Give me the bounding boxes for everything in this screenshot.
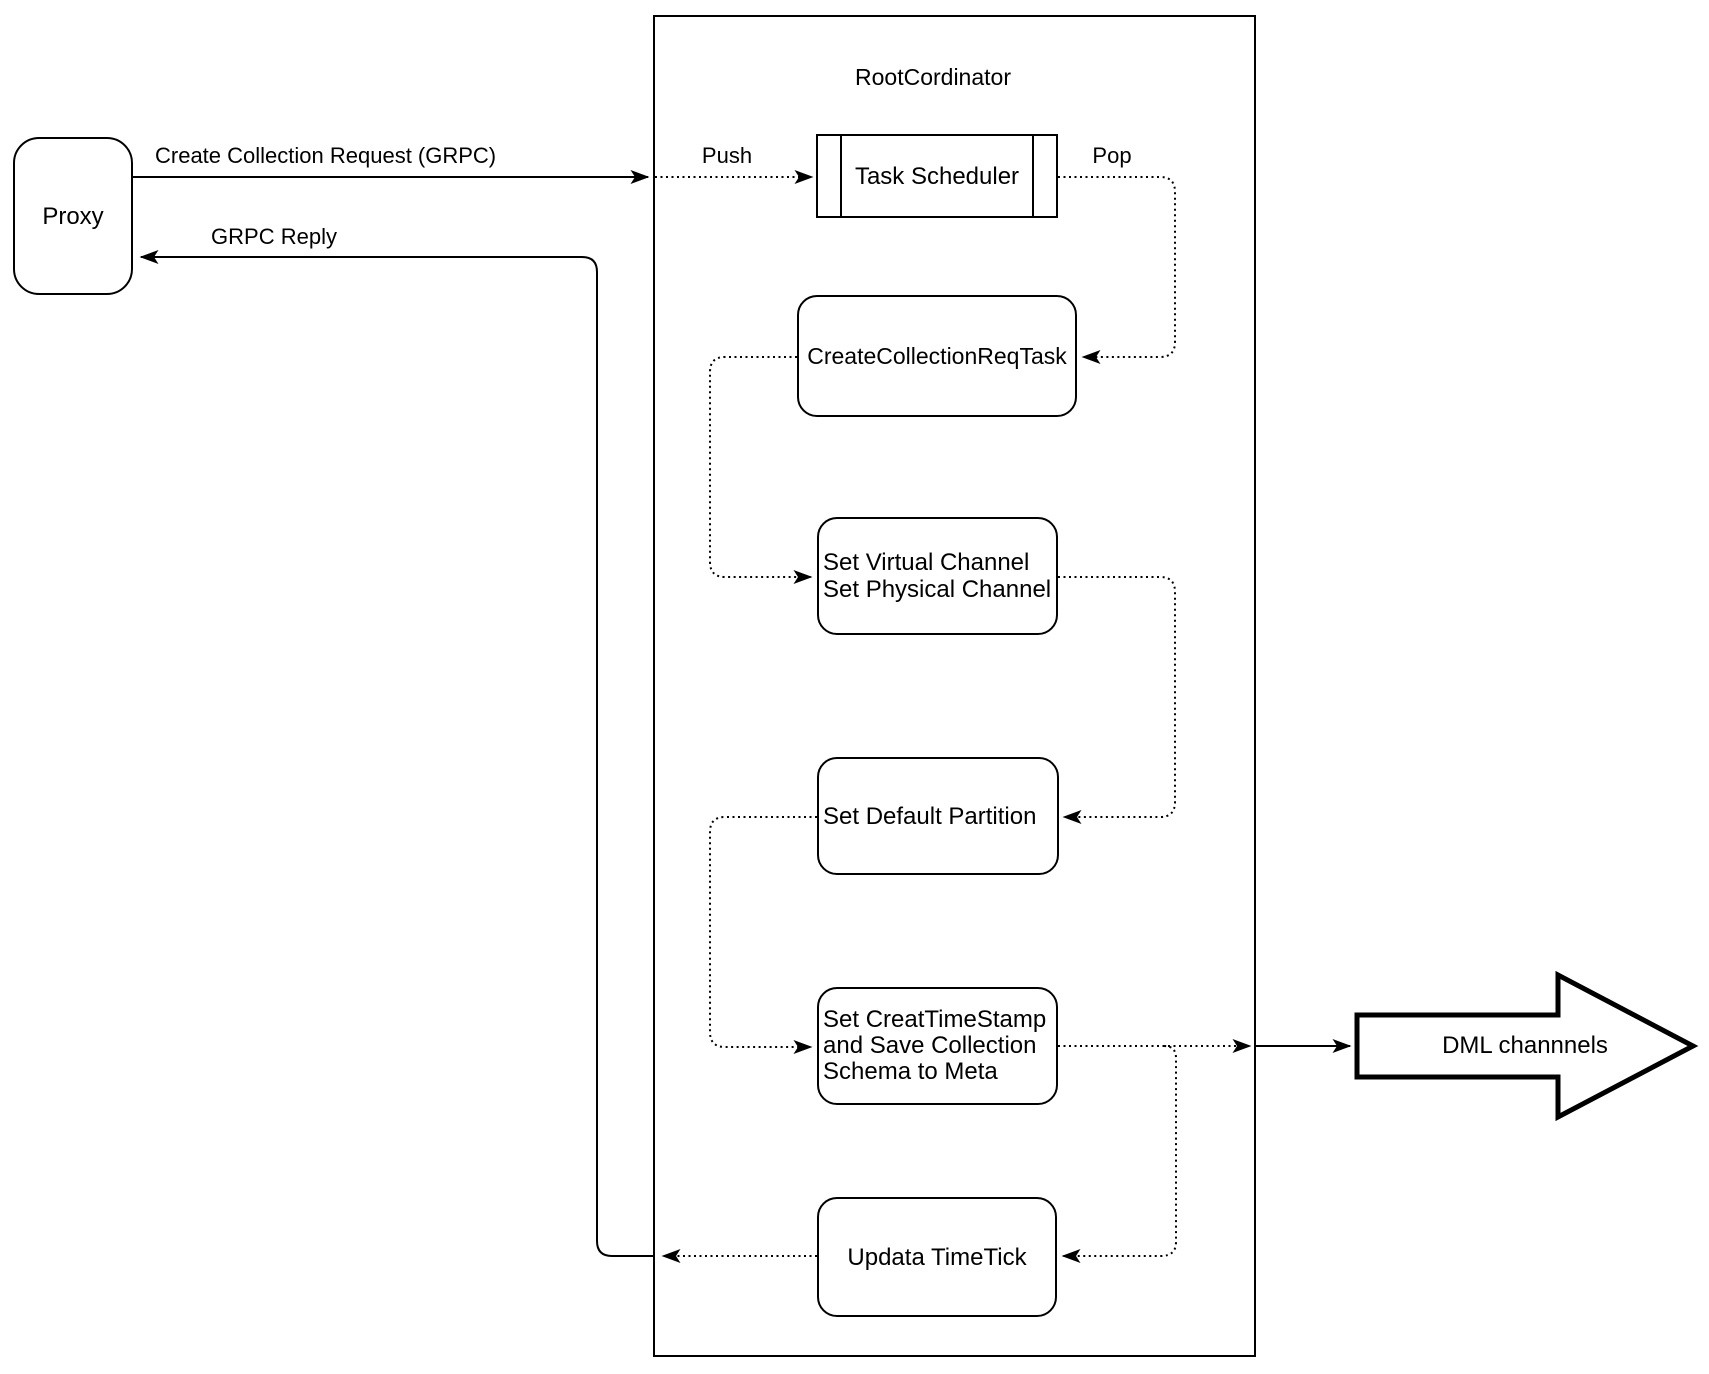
rootcordinator-title: RootCordinator xyxy=(855,64,1011,90)
edge-label-push: Push xyxy=(701,143,753,168)
node-set-default-partition: Set Default Partition xyxy=(817,757,1059,875)
rootcordinator-container xyxy=(653,15,1256,1357)
node-set-channels-line2: Set Physical Channel xyxy=(823,576,1052,603)
node-set-creat-timestamp-line1: Set CreatTimeStamp xyxy=(823,1006,1047,1033)
edge-grpc-reply xyxy=(139,250,655,1257)
edge-label-pop: Pop xyxy=(1092,143,1132,168)
node-set-creat-timestamp-line2: and Save Collection xyxy=(823,1032,1037,1059)
node-task-scheduler: Task Scheduler xyxy=(816,134,1058,218)
node-set-channels-line1: Set Virtual Channel xyxy=(823,549,1030,576)
edge-label-grpc-reply: GRPC Reply xyxy=(211,224,337,249)
task-scheduler-inner-line-right xyxy=(1032,136,1034,216)
node-set-creat-timestamp: Set CreatTimeStamp and Save Collection S… xyxy=(817,987,1058,1105)
node-set-creat-timestamp-line3: Schema to Meta xyxy=(823,1058,998,1085)
node-set-channels: Set Virtual Channel Set Physical Channel xyxy=(817,517,1058,635)
node-updata-timetick-label: Updata TimeTick xyxy=(847,1243,1027,1271)
node-proxy-label: Proxy xyxy=(42,202,104,230)
node-create-collection-req-task-label: CreateCollectionReqTask xyxy=(807,342,1067,369)
task-scheduler-inner-line-left xyxy=(840,136,842,216)
node-updata-timetick: Updata TimeTick xyxy=(817,1197,1057,1317)
node-set-default-partition-label: Set Default Partition xyxy=(823,802,1037,830)
dml-channels-label: DML channnels xyxy=(1442,1032,1608,1059)
node-task-scheduler-label: Task Scheduler xyxy=(854,162,1020,190)
node-create-collection-req-task: CreateCollectionReqTask xyxy=(797,295,1077,417)
edge-label-create-collection-request: Create Collection Request (GRPC) xyxy=(155,143,497,168)
node-proxy: Proxy xyxy=(13,137,133,295)
